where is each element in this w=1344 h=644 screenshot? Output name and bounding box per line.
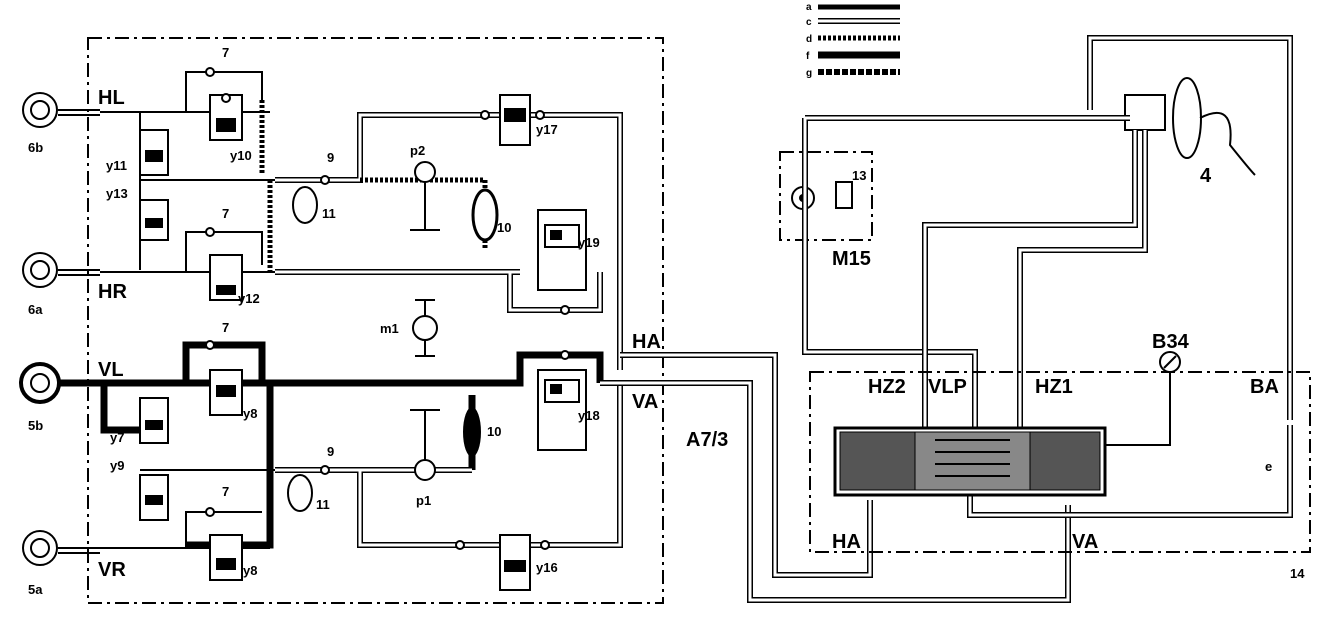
valve-y16 [499, 534, 531, 591]
valve-y17 [499, 94, 531, 146]
label-y17: y17 [536, 122, 558, 137]
label-9-rear: 9 [327, 150, 334, 165]
wheel-5a [22, 530, 100, 566]
label-HL: HL [98, 87, 125, 109]
label-p2: p2 [410, 143, 425, 158]
valve-y10 [209, 93, 243, 141]
wheel-6a [22, 252, 100, 288]
unit-m15-boundary [779, 151, 873, 241]
label-7-d: 7 [222, 484, 229, 499]
label-y8-lower: y8 [243, 563, 257, 578]
unit-a73-boundary [87, 37, 664, 604]
label-y10: y10 [230, 148, 252, 163]
label-VA-outlet: VA [632, 391, 658, 413]
label-10-front: 10 [487, 424, 501, 439]
label-HR: HR [98, 281, 127, 303]
damper-10-rear [471, 188, 499, 242]
label-m1: m1 [380, 321, 399, 336]
motor-m1 [412, 299, 438, 357]
label-B34: B34 [1152, 331, 1190, 353]
label-5b: 5b [28, 418, 43, 433]
legend-label-f: f [806, 51, 810, 62]
label-HA-outlet: HA [632, 331, 661, 353]
accumulator-11-front [287, 474, 313, 512]
pressure-sensor-b34 [1159, 351, 1181, 373]
brake-booster-4 [802, 35, 1293, 420]
label-M15: M15 [832, 248, 871, 270]
legend-label-d: d [806, 34, 812, 45]
sensor-m15 [791, 181, 853, 210]
pump-p1 [414, 459, 436, 481]
label-HZ2: HZ2 [868, 376, 906, 398]
valve-y7 [139, 397, 169, 444]
label-y13: y13 [106, 186, 128, 201]
label-6b: 6b [28, 140, 43, 155]
wheel-6b [22, 92, 100, 128]
label-5a: 5a [28, 582, 43, 597]
valve-y12 [209, 254, 243, 301]
valve-y8-lower [209, 534, 243, 581]
label-13: 13 [852, 168, 866, 183]
legend-label-a: a [806, 2, 812, 13]
legend: a c d f g [806, 2, 900, 79]
master-cylinder [833, 426, 1107, 497]
accumulator-11-rear [292, 186, 318, 224]
label-10-rear: 10 [497, 220, 511, 235]
rear-circuit-lines [100, 71, 623, 370]
label-y12: y12 [238, 291, 260, 306]
label-9-front: 9 [327, 444, 334, 459]
valve-y9 [139, 474, 169, 521]
label-y16: y16 [536, 560, 558, 575]
pump-p2 [414, 161, 436, 183]
wheel-5b [19, 362, 100, 404]
label-y19: y19 [578, 235, 600, 250]
damper-10-front [463, 407, 481, 457]
label-HZ1: HZ1 [1035, 376, 1073, 398]
valve-y11 [139, 129, 169, 176]
label-7-c: 7 [222, 320, 229, 335]
label-y8-upper: y8 [243, 406, 257, 421]
label-y11: y11 [106, 158, 127, 173]
label-A73: A7/3 [686, 429, 728, 451]
valve-y19 [537, 209, 587, 291]
legend-label-c: c [806, 17, 812, 28]
label-VA-master: VA [1072, 531, 1098, 553]
label-11-front: 11 [316, 497, 330, 512]
label-VL: VL [98, 359, 124, 381]
label-14: 14 [1290, 566, 1305, 581]
label-6a: 6a [28, 302, 43, 317]
valve-y8-upper [209, 369, 243, 416]
label-4: 4 [1200, 165, 1212, 187]
label-7-a: 7 [222, 45, 229, 60]
label-HA-master: HA [832, 531, 861, 553]
label-7-b: 7 [222, 206, 229, 221]
label-e: e [1265, 459, 1272, 474]
label-p1: p1 [416, 493, 431, 508]
check-valves [205, 67, 570, 550]
label-VLP: VLP [928, 376, 967, 398]
valve-y18 [537, 369, 587, 451]
outlet-lines [600, 352, 1071, 603]
label-y9: y9 [110, 458, 124, 473]
label-11-rear: 11 [322, 206, 336, 221]
legend-label-g: g [806, 68, 812, 79]
label-y18: y18 [578, 408, 600, 423]
unit-ba-boundary [809, 371, 1311, 553]
master-cylinder-lines [802, 130, 1293, 518]
label-VR: VR [98, 559, 126, 581]
valve-y13 [139, 199, 169, 241]
label-y7: y7 [110, 430, 124, 445]
label-BA: BA [1250, 376, 1279, 398]
